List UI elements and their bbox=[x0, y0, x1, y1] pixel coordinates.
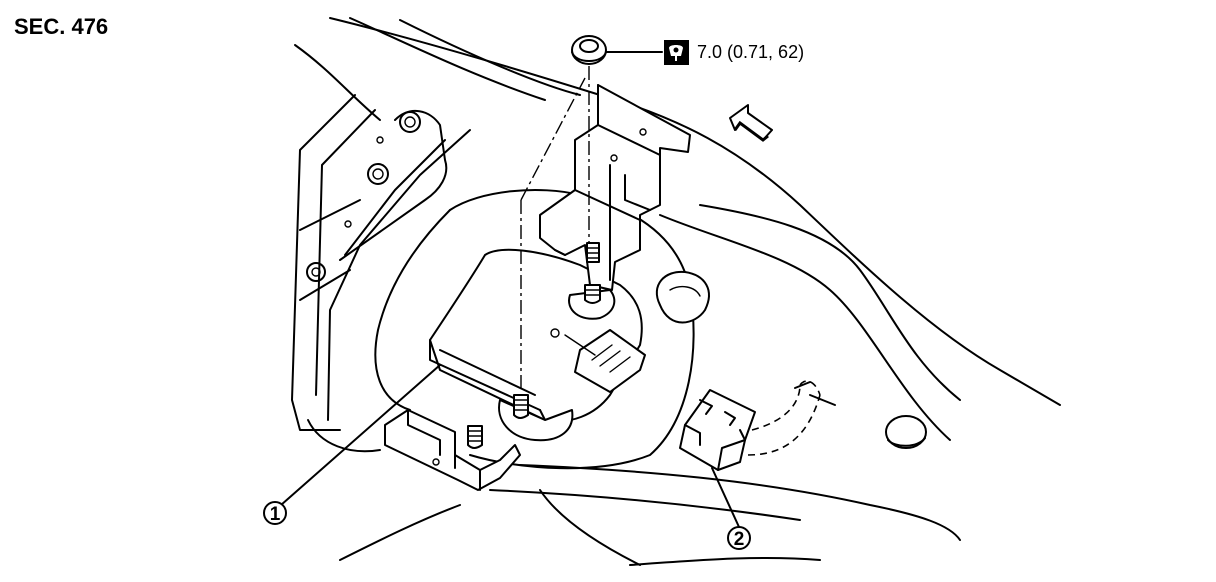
section-label: SEC. 476 bbox=[14, 14, 109, 39]
stud-bolts bbox=[467, 242, 601, 449]
floor-panel bbox=[294, 17, 1061, 566]
callout-1: 1 bbox=[263, 501, 287, 525]
lower-clip bbox=[384, 409, 521, 491]
alignment-lines bbox=[520, 66, 590, 393]
callout-2-leader bbox=[711, 467, 740, 528]
front-direction-arrow-icon bbox=[729, 104, 773, 142]
callout-1-leader bbox=[280, 364, 441, 506]
left-rail bbox=[291, 94, 471, 431]
torque-spec-label: 7.0 (0.71, 62) bbox=[697, 42, 805, 62]
nut bbox=[571, 35, 607, 65]
rubber-mount bbox=[655, 270, 710, 324]
stud-bolt-lower bbox=[467, 425, 483, 449]
harness-connector bbox=[679, 380, 836, 471]
torque-wrench-icon bbox=[664, 40, 689, 65]
floor-hole bbox=[885, 415, 927, 449]
callout-2: 2 bbox=[727, 526, 751, 550]
stud-bolt-upper bbox=[584, 242, 601, 304]
stud-bolt-left bbox=[513, 394, 529, 419]
callout-1-number: 1 bbox=[270, 504, 281, 525]
callout-2-number: 2 bbox=[734, 529, 745, 550]
